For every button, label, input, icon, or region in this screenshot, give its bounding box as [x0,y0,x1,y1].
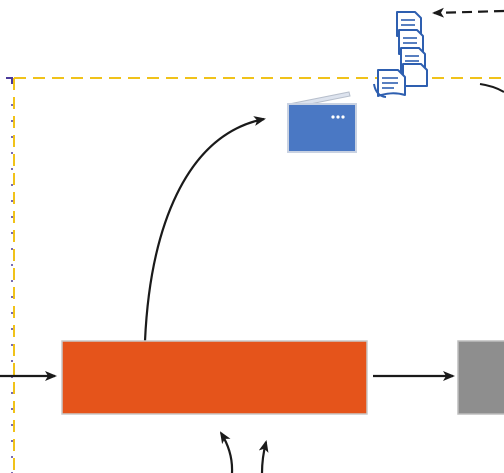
arrow-from-bottom-left [219,431,234,473]
arrow-curve-right-edge [479,83,504,93]
orange-process-block [61,340,368,415]
gray-process-block [457,340,504,415]
dashed-arrow-into-documents [432,7,504,18]
purple-corner-marker [6,77,13,84]
arrow-block-to-scanner [143,116,266,342]
scanner-icon [287,91,357,153]
documents-stack-icon [373,11,428,98]
arrow-from-bottom-right [258,440,269,473]
